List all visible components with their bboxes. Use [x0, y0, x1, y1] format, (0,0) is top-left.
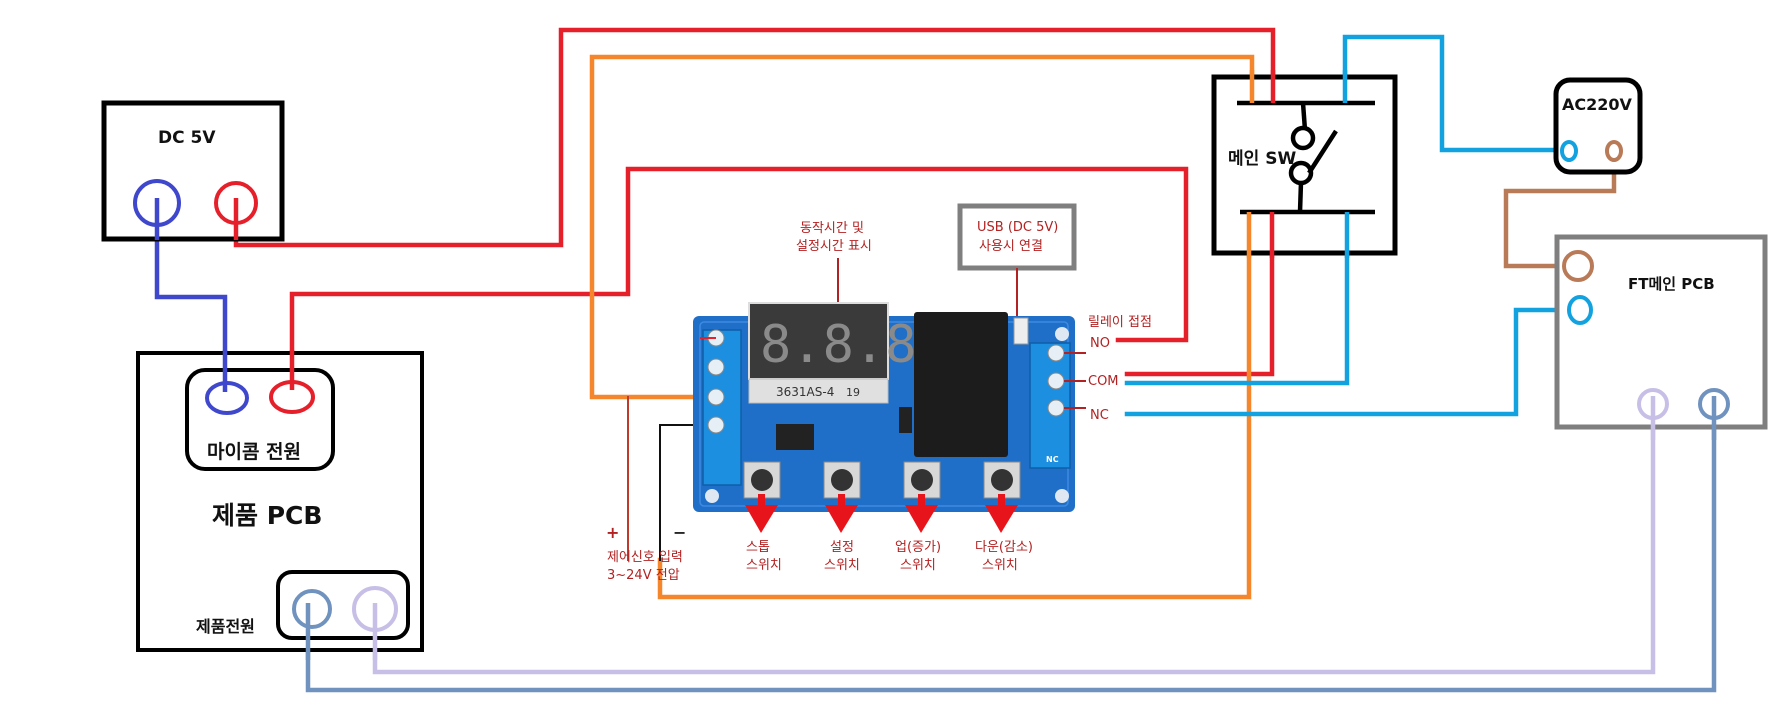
- contact-com-label: COM: [1088, 374, 1119, 389]
- control-caption-line2: 3~24V 전압: [607, 568, 680, 583]
- dc-supply: DC 5V: [101, 100, 285, 242]
- display-caption-line1: 동작시간 및: [800, 221, 864, 236]
- button-set-line2: 스위치: [824, 558, 860, 573]
- mcu-power-label: 마이콤 전원: [207, 441, 301, 463]
- ac-cyan-terminal: [1560, 140, 1578, 162]
- button-set[interactable]: [823, 461, 861, 499]
- wire-relay-com-red: [1124, 209, 1275, 377]
- relay-contact-title: 릴레이 접점: [1088, 315, 1152, 330]
- dc-supply-label: DC 5V: [158, 128, 216, 148]
- board-nc-text: NC: [1046, 455, 1059, 464]
- control-minus-label: −: [673, 523, 686, 542]
- button-down-line2: 스위치: [982, 558, 1018, 573]
- arrow-down-icon: [745, 494, 778, 533]
- arrow-down-icon: [985, 494, 1018, 533]
- arrow-down-icon: [825, 494, 858, 533]
- product-pcb: 마이콤 전원 제품 PCB 제품전원: [136, 350, 424, 660]
- control-plus-label: +: [606, 523, 619, 542]
- display-model: 3631AS-4: [776, 385, 834, 399]
- main-switch: 메인 SW: [1211, 70, 1398, 258]
- relay-component: [914, 312, 1008, 457]
- wire-mcu-to-relay-no: [289, 166, 1189, 401]
- ac-brown-terminal: [1605, 140, 1623, 162]
- button-up-line1: 업(증가): [895, 540, 941, 555]
- wire-orange-control-negative: [657, 209, 1252, 600]
- button-down-line1: 다운(감소): [975, 540, 1033, 555]
- button-up[interactable]: [903, 461, 941, 499]
- wire-relay-nc-to-ft: [1124, 307, 1586, 417]
- ac-source-label: AC220V: [1562, 95, 1633, 114]
- usb-caption-box: [957, 203, 1077, 271]
- ft-brown-terminal: [1562, 250, 1594, 282]
- usb-port: [1013, 317, 1029, 345]
- wire-ac-to-switch: [1342, 34, 1575, 153]
- ft-cyan-terminal: [1567, 295, 1593, 325]
- wire-ac-brown: [1503, 149, 1617, 269]
- control-terminal-block: [702, 329, 742, 486]
- button-down[interactable]: [983, 461, 1021, 499]
- arrow-down-icon: [905, 494, 938, 533]
- usb-caption-line1: USB (DC 5V): [977, 220, 1058, 235]
- wire-relay-com-cyan: [1124, 209, 1350, 386]
- ac-source: AC220V: [1553, 77, 1643, 175]
- control-caption-line1: 제어신호 입력: [607, 550, 683, 565]
- main-switch-label: 메인 SW: [1228, 149, 1296, 169]
- product-power-slate-terminal: [292, 589, 332, 629]
- wire-dc-negative: [154, 202, 228, 401]
- wire-dc-positive-to-switch: [233, 27, 1276, 248]
- button-stop-line1: 스톱: [746, 540, 770, 555]
- contact-no-label: NO: [1090, 336, 1110, 351]
- display-model-suffix: 19: [846, 386, 860, 399]
- display-caption-line2: 설정시간 표시: [796, 239, 872, 254]
- ft-main-pcb: FT메인 PCB: [1554, 234, 1768, 440]
- button-stop[interactable]: [743, 461, 781, 499]
- product-power-label: 제품전원: [196, 617, 255, 636]
- button-stop-line2: 스위치: [746, 558, 782, 573]
- button-set-line1: 설정: [830, 540, 854, 555]
- product-pcb-label: 제품 PCB: [212, 501, 322, 530]
- ft-main-pcb-label: FT메인 PCB: [1628, 275, 1715, 293]
- button-arrows: [745, 494, 1018, 533]
- usb-caption-line2: 사용시 연결: [979, 239, 1043, 254]
- button-up-line2: 스위치: [900, 558, 936, 573]
- seven-segment-display: [748, 302, 889, 380]
- relay-timer-module: 동작시간 및 설정시간 표시 USB (DC 5V) 사용시 연결 8.8.8.…: [606, 203, 1152, 583]
- contact-nc-label: NC: [1090, 408, 1109, 423]
